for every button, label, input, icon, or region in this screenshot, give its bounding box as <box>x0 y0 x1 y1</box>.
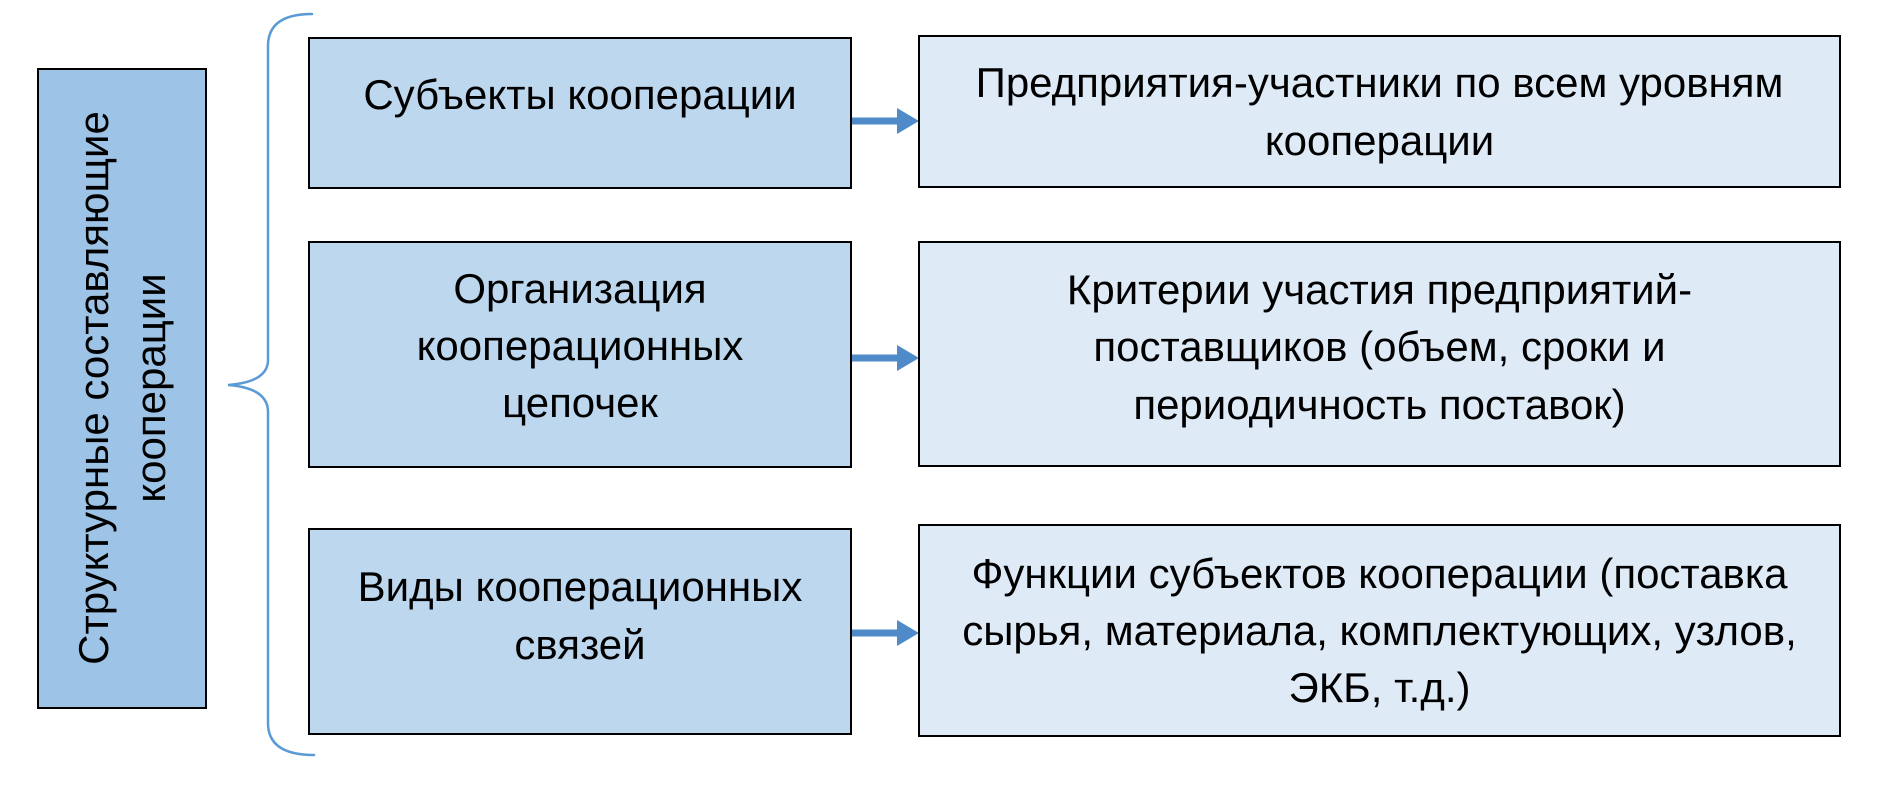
description-box-functions-text: Функции субъектов кооперации (поставка с… <box>962 549 1797 712</box>
arrow-right-icon <box>852 108 919 134</box>
label-box-link-types: Виды кооперационных связей <box>308 528 852 735</box>
label-box-link-types-text: Виды кооперационных связей <box>357 563 803 668</box>
description-box-criteria: Критерии участия предприятий- поставщико… <box>918 241 1841 467</box>
label-box-chains-text: Организация кооперационных цепочек <box>416 264 744 427</box>
category-label: Структурные составляющие кооперации <box>69 111 174 665</box>
arrow-right-icon <box>852 620 919 646</box>
arrow-right-icon <box>852 345 919 371</box>
label-box-subjects-text: Субъекты кооперации <box>363 71 797 119</box>
description-box-participants-text: Предприятия-участники по всем уровням ко… <box>975 59 1784 164</box>
label-box-chains: Организация кооперационных цепочек <box>308 241 852 468</box>
curly-brace-connector <box>227 12 316 757</box>
description-box-participants: Предприятия-участники по всем уровням ко… <box>918 35 1841 188</box>
label-box-subjects: Субъекты кооперации <box>308 37 852 189</box>
description-box-criteria-text: Критерии участия предприятий- поставщико… <box>1066 266 1693 428</box>
description-box-functions: Функции субъектов кооперации (поставка с… <box>918 524 1841 737</box>
category-box <box>37 68 207 709</box>
